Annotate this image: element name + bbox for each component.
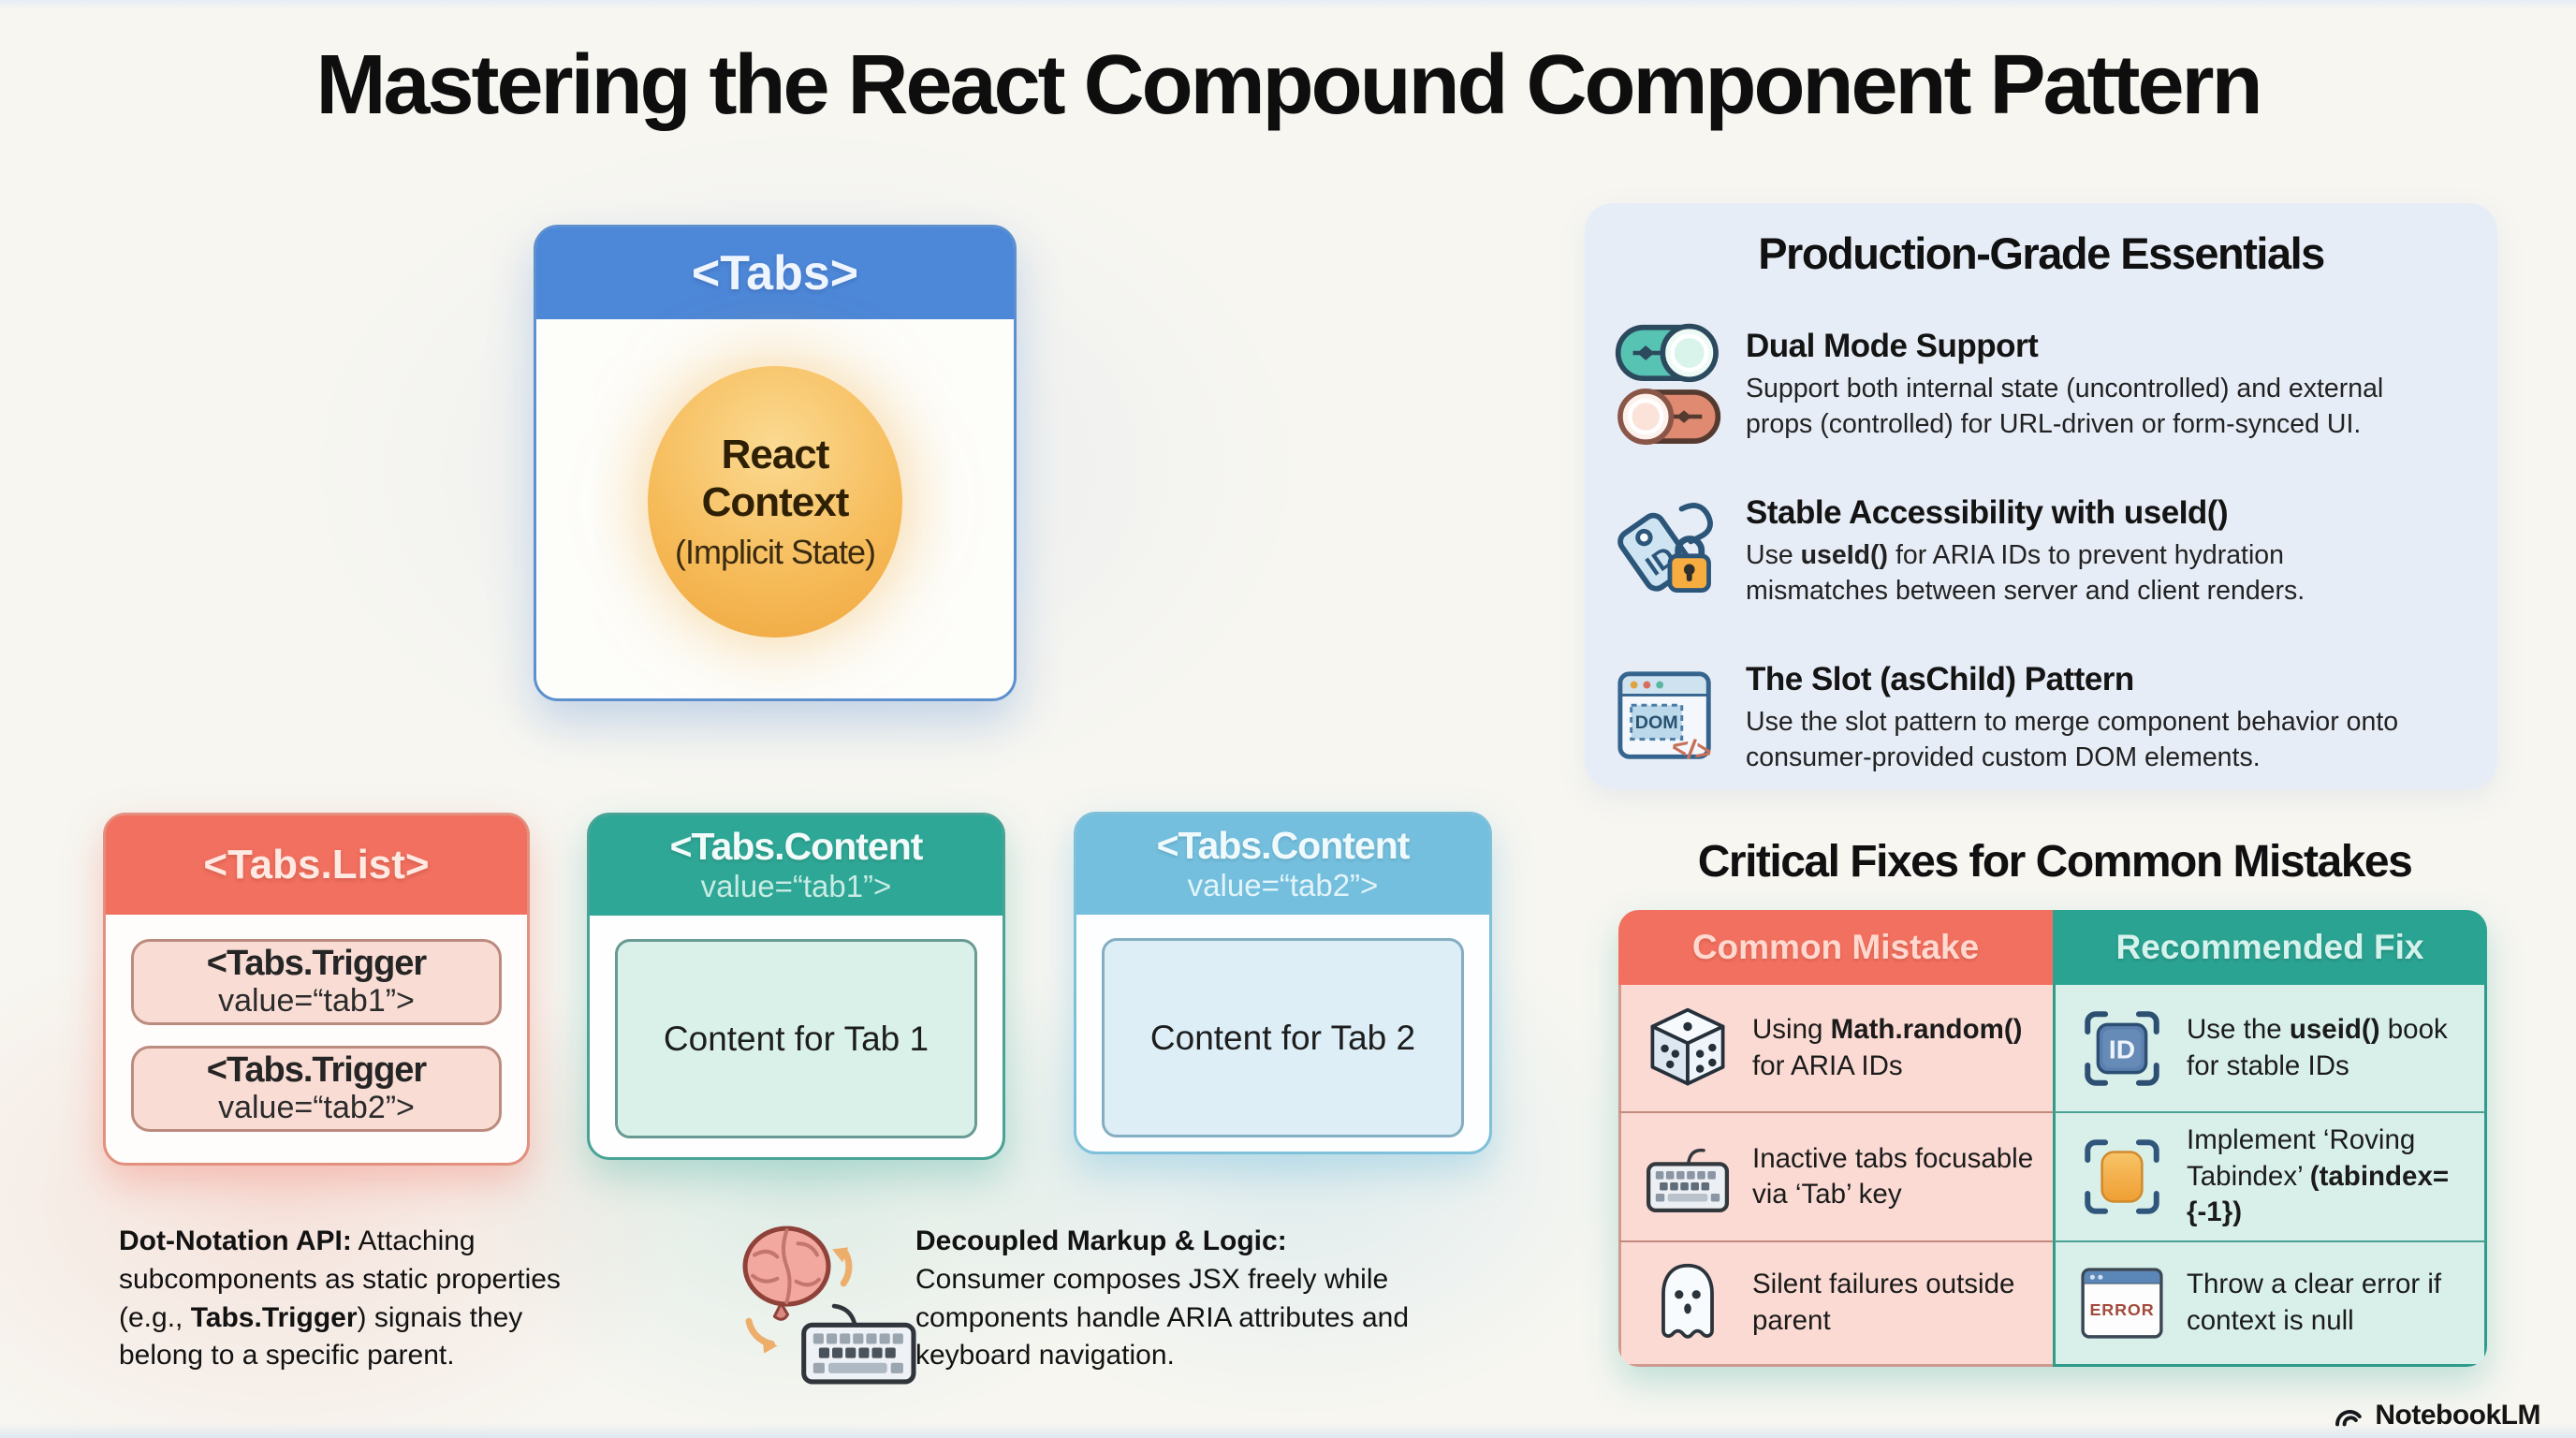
fix-cell: ERROR Throw a clear error if context is … — [2053, 1240, 2487, 1367]
content-attr: value=“tab1”> — [700, 869, 892, 904]
tabs-trigger-chip-1: <Tabs.Trigger value=“tab1”> — [131, 939, 502, 1025]
tab2-content-panel: Content for Tab 2 — [1102, 938, 1464, 1137]
mistake-text: Inactive tabs focusable via ‘Tab’ key — [1752, 1141, 2036, 1213]
trigger-tag: <Tabs.Trigger — [206, 943, 427, 983]
essential-desc: Support both internal state (uncontrolle… — [1746, 372, 2401, 441]
svg-text:ID: ID — [2109, 1034, 2135, 1064]
tabs-list-header: <Tabs.List> — [106, 815, 527, 915]
tabs-trigger-chip-2: <Tabs.Trigger value=“tab2”> — [131, 1046, 502, 1132]
essential-text: Stable Accessibility with useId() Use use… — [1746, 494, 2401, 608]
text: Silent failures outside parent — [1752, 1269, 2015, 1336]
bold-text: useId() — [1800, 540, 1889, 571]
fix-text: Implement ‘Roving Tabindex’ (tabindex={-… — [2187, 1123, 2467, 1230]
brain-keyboard-icon — [728, 1215, 929, 1386]
ghost-icon — [1644, 1259, 1732, 1347]
fix-cell: ID Use the useid() book for stable IDs — [2053, 985, 2487, 1112]
brand-name: NotebookLM — [2375, 1400, 2540, 1431]
essential-title: Stable Accessibility with useId() — [1746, 494, 2229, 532]
essential-item: ID Stable Accessibility with useId() Use … — [1613, 487, 2458, 616]
tabs-card: <Tabs> React Context (Implicit State) — [534, 225, 1017, 701]
text: Use the — [2187, 1014, 2290, 1046]
mistake-cell: Using Math.random() for ARIA IDs — [1618, 985, 2053, 1112]
text: Implement ‘Roving Tabindex’ — [2187, 1124, 2416, 1192]
mistake-text: Using Math.random() for ARIA IDs — [1752, 1012, 2036, 1084]
text: for ARIA IDs to prevent hydration mismat… — [1746, 540, 2305, 606]
tabs-list-card: <Tabs.List> <Tabs.Trigger value=“tab1”> … — [103, 813, 530, 1166]
trigger-attr: value=“tab2”> — [218, 1090, 415, 1126]
text: Support both internal state (uncontrolle… — [1746, 374, 2384, 439]
dice-icon — [1644, 1005, 1732, 1093]
keyboard-icon — [1644, 1133, 1732, 1221]
context-circle-line2: Context — [701, 479, 850, 525]
fix-text: Use the useid() book for stable IDs — [2187, 1012, 2467, 1084]
top-edge-strip — [0, 0, 2576, 9]
decoupled-note: Decoupled Markup & Logic: Consumer compo… — [915, 1223, 1430, 1375]
tabs-card-header: <Tabs> — [536, 227, 1014, 319]
text: Inactive tabs focusable via ‘Tab’ key — [1752, 1142, 2034, 1210]
text: for ARIA IDs — [1752, 1049, 1903, 1081]
fixes-heading: Critical Fixes for Common Mistakes — [1697, 837, 2413, 887]
roving-focus-icon — [2078, 1133, 2166, 1221]
page-title: Mastering the React Compound Component P… — [315, 38, 2262, 132]
trigger-tag: <Tabs.Trigger — [206, 1049, 427, 1090]
react-context-circle: React Context (Implicit State) — [648, 366, 902, 638]
text: ) signais they belong to a specific pare… — [119, 1301, 523, 1372]
id-badge-icon: ID — [2078, 1005, 2166, 1093]
mistake-cell: Inactive tabs focusable via ‘Tab’ key — [1618, 1111, 2053, 1240]
text: book for stable IDs — [2187, 1014, 2448, 1081]
decoupled-note-body: Consumer composes JSX freely while compo… — [915, 1263, 1410, 1372]
essential-title: The Slot (asChild) Pattern — [1746, 661, 2134, 698]
production-essentials-panel: Production-Grade Essentials Dual Mode Su… — [1585, 203, 2497, 789]
text: Attaching subcomponents as static proper… — [119, 1225, 561, 1333]
content-attr: value=“tab2”> — [1187, 868, 1379, 903]
essential-desc: Use the slot pattern to merge component … — [1746, 705, 2401, 774]
id-tag-lock-icon: ID — [1613, 487, 1723, 616]
essentials-heading: Production-Grade Essentials — [1758, 228, 2325, 278]
essential-title: Dual Mode Support — [1746, 328, 2039, 365]
context-circle-line1: React — [721, 432, 830, 478]
tabs-content-header-2: <Tabs.Content value=“tab2”> — [1076, 814, 1489, 915]
notebooklm-icon — [2333, 1399, 2366, 1432]
text: Throw a clear error if context is null — [2187, 1269, 2442, 1336]
text: Use — [1746, 540, 1801, 571]
svg-text:</>: </> — [1669, 731, 1714, 769]
toggles-icon — [1613, 320, 1723, 449]
mistake-text: Silent failures outside parent — [1752, 1267, 2036, 1339]
svg-text:ERROR: ERROR — [2089, 1300, 2154, 1319]
text: Use the slot pattern to merge component … — [1746, 707, 2399, 772]
dom-slot-icon: DOM </> — [1613, 653, 1723, 783]
fix-cell: Implement ‘Roving Tabindex’ (tabindex={-… — [2053, 1111, 2487, 1240]
bold-text: Math.random() — [1830, 1014, 2023, 1046]
dot-notation-note: Dot-Notation API: Attaching subcomponent… — [119, 1223, 592, 1375]
decoupled-note-heading: Decoupled Markup & Logic: — [915, 1225, 1287, 1256]
fix-text: Throw a clear error if context is null — [2187, 1267, 2467, 1339]
fixes-table: Common Mistake Recommended Fix Using Mat… — [1618, 910, 2487, 1367]
essential-desc: Use useId() for ARIA IDs to prevent hydr… — [1746, 538, 2401, 608]
error-window-icon: ERROR — [2078, 1259, 2166, 1347]
tab1-content-panel: Content for Tab 1 — [615, 939, 977, 1138]
column-header-recommended-fix: Recommended Fix — [2053, 910, 2487, 985]
trigger-attr: value=“tab1”> — [218, 983, 415, 1020]
bottom-edge-strip — [0, 1423, 2576, 1438]
bold-text: Dot-Notation API: — [119, 1225, 352, 1256]
tabs-content-header-1: <Tabs.Content value=“tab1”> — [590, 815, 1003, 916]
text: Using — [1752, 1014, 1831, 1046]
mistake-cell: Silent failures outside parent — [1618, 1240, 2053, 1367]
bold-text: useid() — [2289, 1014, 2380, 1046]
tabs-content-card-1: <Tabs.Content value=“tab1”> Content for … — [587, 813, 1005, 1160]
footer-brand: NotebookLM — [2333, 1399, 2540, 1432]
svg-text:DOM: DOM — [1635, 712, 1678, 733]
bold-text: Tabs.Trigger — [190, 1301, 358, 1333]
content-tag: <Tabs.Content — [669, 825, 924, 869]
bold-text: (tabindex={-1}) — [2187, 1160, 2450, 1228]
column-header-common-mistake: Common Mistake — [1618, 910, 2053, 985]
content-tag: <Tabs.Content — [1156, 824, 1411, 868]
tabs-content-card-2: <Tabs.Content value=“tab2”> Content for … — [1074, 812, 1492, 1154]
context-circle-line3: (Implicit State) — [674, 532, 876, 571]
